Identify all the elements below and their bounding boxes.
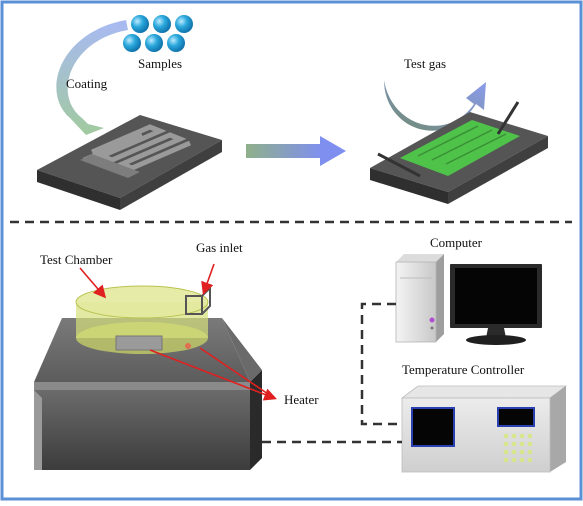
computer-icon <box>395 254 542 345</box>
label-gas-inlet: Gas inlet <box>196 240 243 255</box>
connection-lines <box>262 302 402 444</box>
arrow-heater-2 <box>199 347 275 399</box>
arrow-heater-1 <box>149 349 277 401</box>
process-arrow-icon <box>246 136 346 166</box>
label-samples: Samples <box>138 56 182 71</box>
arrow-gas-inlet <box>201 263 215 296</box>
label-temperature-controller: Temperature Controller <box>402 362 525 377</box>
label-computer: Computer <box>430 235 483 250</box>
sample-spheres-icon <box>123 15 193 52</box>
sensor-substrate-icon <box>37 115 222 210</box>
test-chamber-icon <box>75 285 211 354</box>
label-test-chamber: Test Chamber <box>40 252 113 267</box>
arrow-test-chamber <box>79 267 107 299</box>
coated-sensor-icon <box>370 101 548 204</box>
label-heater: Heater <box>284 392 319 407</box>
temperature-controller-icon <box>400 385 568 473</box>
label-test-gas: Test gas <box>404 56 446 71</box>
coating-arrow-icon <box>56 20 128 135</box>
label-coating: Coating <box>66 76 108 91</box>
